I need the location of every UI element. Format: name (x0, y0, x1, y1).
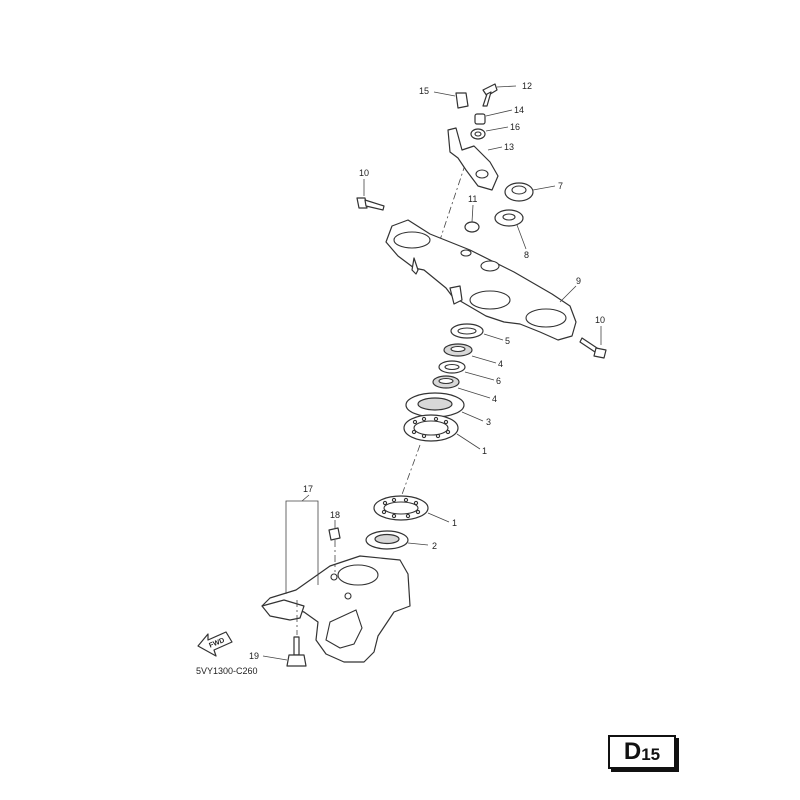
part-3-seal (405, 392, 484, 422)
part-5-lock-washer (450, 323, 504, 341)
fwd-arrow-icon: FWD (197, 631, 233, 657)
part-12-bolt (482, 83, 517, 107)
part-1-bearing-lower (373, 495, 450, 523)
callout-10-upper: 10 (359, 168, 369, 178)
callout-9: 9 (576, 276, 581, 286)
callout-19: 19 (249, 651, 259, 661)
callout-12: 12 (522, 81, 532, 91)
part-4-ring-nut-upper (443, 343, 497, 364)
part-10-bolt-left (356, 179, 385, 211)
callout-2: 2 (432, 541, 437, 551)
part-17-cover (261, 494, 411, 663)
part-15-bracket (433, 91, 469, 109)
part-1-bearing-upper (403, 414, 481, 450)
part-18-nut (328, 520, 341, 572)
callout-13: 13 (504, 142, 514, 152)
callout-10-right: 10 (595, 315, 605, 325)
part-8-washer (494, 209, 527, 250)
callout-18: 18 (330, 510, 340, 520)
callout-4-lower: 4 (492, 394, 497, 404)
callout-15: 15 (419, 86, 429, 96)
callout-4-upper: 4 (498, 359, 503, 369)
part-13-bracket (447, 127, 503, 191)
diagram-code: 5VY1300-C260 (196, 666, 258, 676)
callout-1-upper: 1 (482, 446, 487, 456)
callout-8: 8 (524, 250, 529, 260)
callout-3: 3 (486, 417, 491, 427)
page-label-number: 15 (641, 744, 661, 764)
part-14-collar (474, 109, 513, 125)
part-10-bolt-right (579, 326, 607, 359)
callout-6: 6 (496, 376, 501, 386)
part-2-seal (365, 530, 429, 550)
callout-17: 17 (303, 484, 313, 494)
part-6-washer (438, 360, 495, 381)
callout-1-lower: 1 (452, 518, 457, 528)
part-7-nut (504, 182, 556, 202)
page-label-letter: D (623, 738, 642, 765)
callout-11: 11 (468, 194, 477, 204)
part-19-bolt (262, 600, 307, 667)
part-16-grommet (470, 126, 509, 140)
callout-5: 5 (505, 336, 510, 346)
part-11-cap (464, 204, 480, 233)
part-9-upper-bracket (385, 219, 577, 341)
part-4-ring-nut-lower (432, 375, 491, 399)
callout-14: 14 (514, 105, 524, 115)
callout-16: 16 (510, 122, 520, 132)
steering-axis-line-lower (399, 444, 421, 501)
callout-7: 7 (558, 181, 563, 191)
